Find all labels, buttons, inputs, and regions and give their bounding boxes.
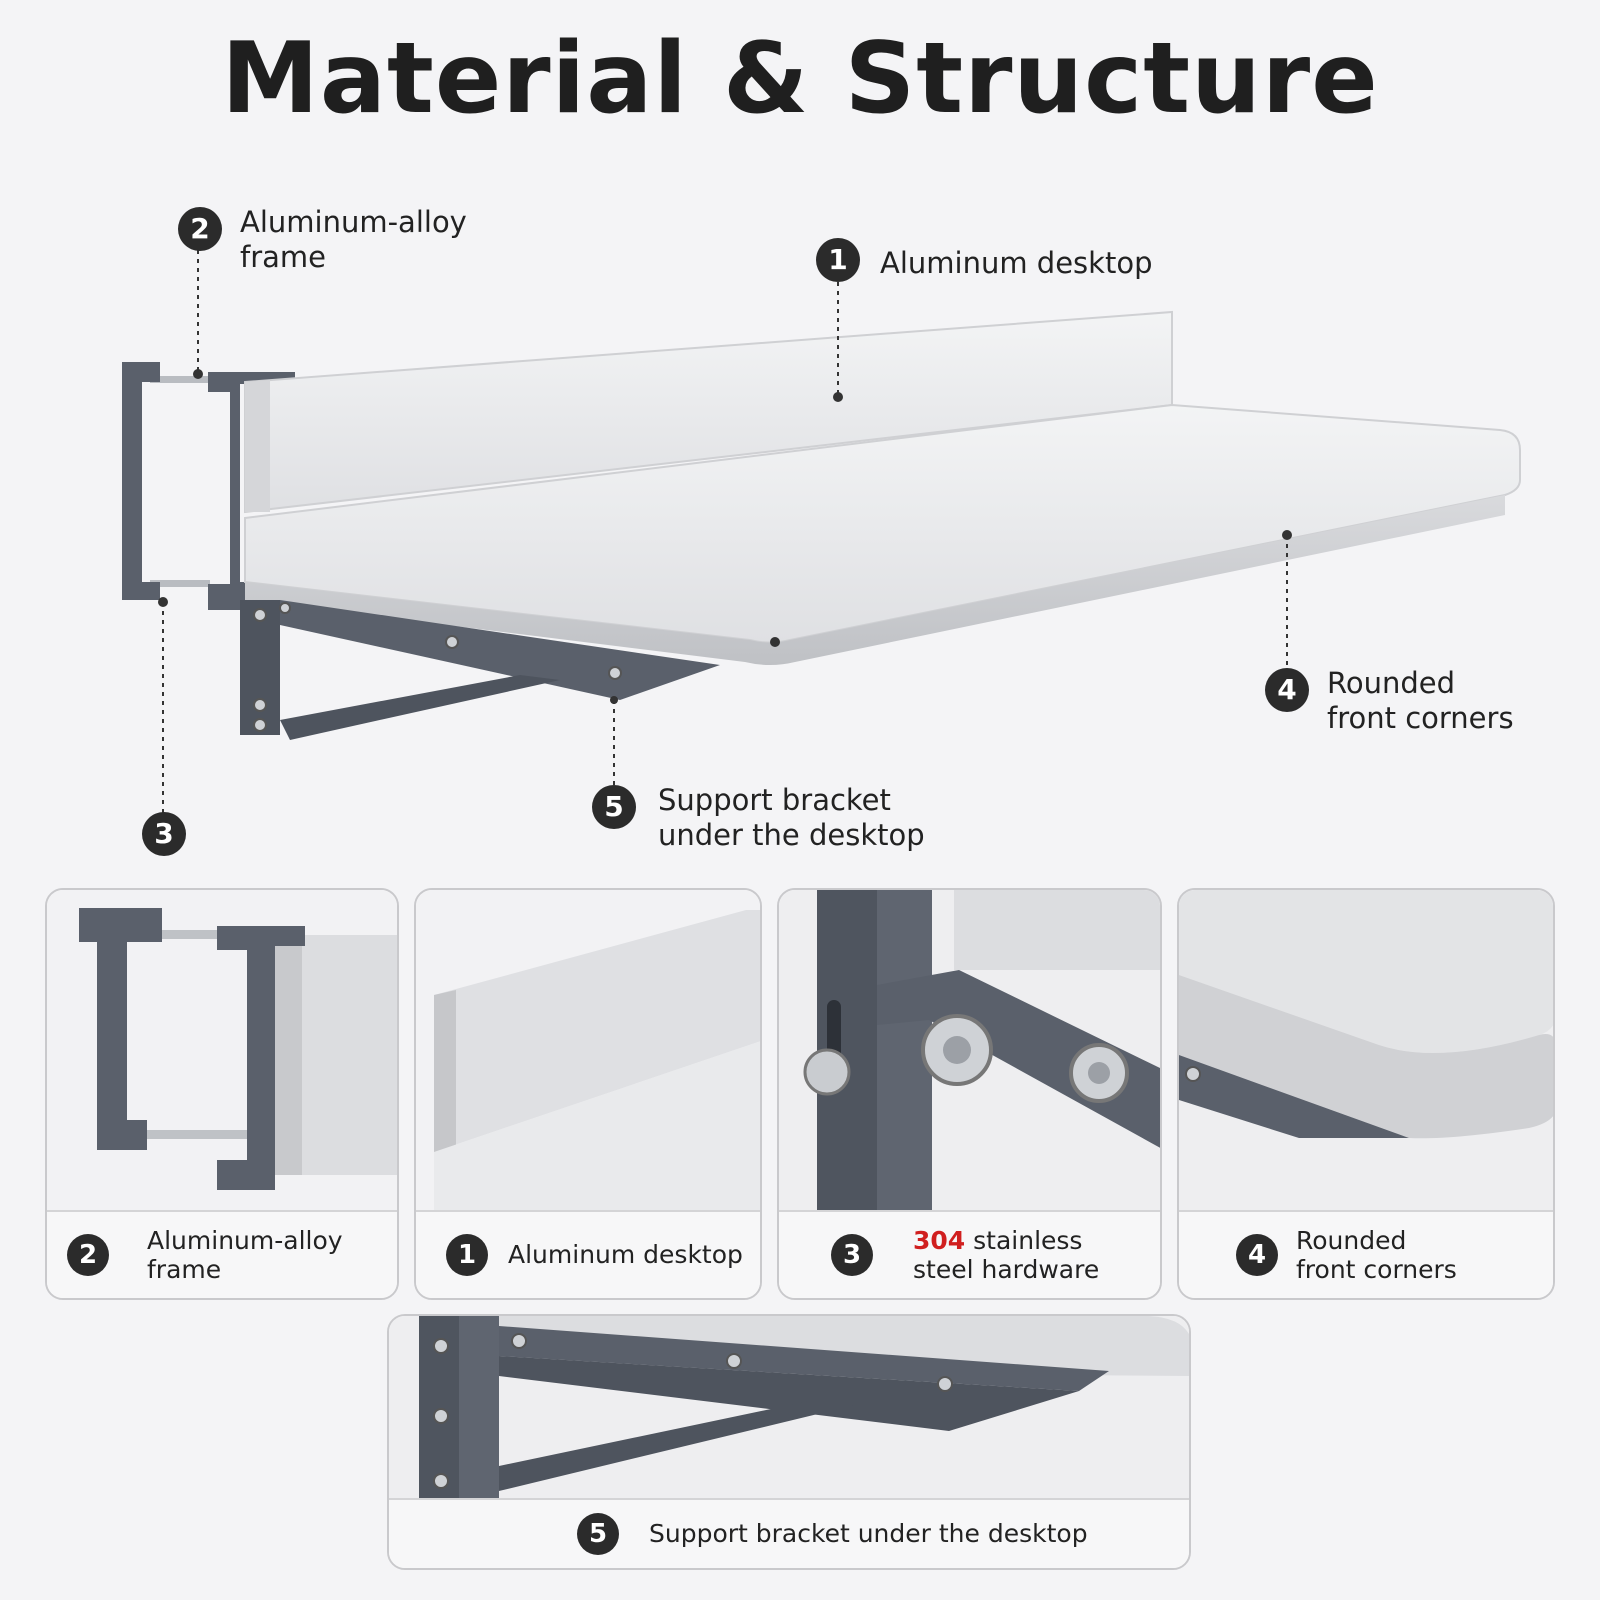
detail-corners-line1: Rounded	[1296, 1226, 1407, 1255]
frame-hook-left	[122, 362, 160, 600]
bracket-vertical	[240, 600, 280, 735]
callout-badge-2: 2	[178, 207, 222, 251]
callout-corners-line2: front corners	[1327, 701, 1514, 735]
detail-caption-hardware: 3 304 stainless steel hardware	[779, 1210, 1160, 1298]
callout-frame-line2: frame	[240, 240, 326, 274]
detail-badge-1: 1	[446, 1234, 488, 1276]
detail-frame-line2: frame	[147, 1255, 222, 1284]
frame-rod-bottom	[150, 580, 210, 587]
detail-corners-line2: front corners	[1296, 1255, 1457, 1284]
detail-caption-desktop: 1 Aluminum desktop	[416, 1210, 760, 1298]
detail-panel-hardware: 3 304 stainless steel hardware	[777, 888, 1162, 1300]
desktop-closeup	[416, 890, 760, 1214]
callout-corners-label: Rounded front corners	[1327, 666, 1514, 736]
detail-badge-2: 2	[67, 1234, 109, 1276]
material-grade-highlight: 304	[913, 1226, 966, 1255]
bracket-diagonal	[280, 675, 560, 740]
callout-frame-label: Aluminum-alloy frame	[240, 205, 467, 275]
desktop-edge	[245, 495, 1505, 665]
callout-badge-4: 4	[1265, 668, 1309, 712]
detail-frame-line1: Aluminum-alloy	[147, 1226, 343, 1255]
detail-hardware-line1-rest: stainless	[965, 1226, 1083, 1255]
detail-panel-frame: 2 Aluminum-alloy frame	[45, 888, 399, 1300]
detail-badge-4: 4	[1236, 1234, 1278, 1276]
callout-frame-line1: Aluminum-alloy	[240, 205, 467, 239]
frame-hook-right	[208, 372, 295, 610]
detail-caption-corners: 4 Rounded front corners	[1179, 1210, 1553, 1298]
detail-badge-3: 3	[831, 1234, 873, 1276]
detail-hardware-line2: steel hardware	[913, 1255, 1100, 1284]
callout-badge-5: 5	[592, 785, 636, 829]
callout-bracket-label: Support bracket under the desktop	[658, 783, 925, 853]
detail-hardware-text: 304 stainless steel hardware	[913, 1226, 1099, 1284]
detail-bracket-text: Support bracket under the desktop	[649, 1519, 1088, 1548]
callout-desktop-label: Aluminum desktop	[880, 246, 1153, 280]
callout-bracket-line1: Support bracket	[658, 783, 891, 817]
hardware-closeup	[779, 890, 1160, 1214]
page-title: Material & Structure	[221, 22, 1379, 136]
frame-rod-top	[150, 376, 210, 383]
detail-badge-5: 5	[577, 1513, 619, 1555]
detail-corners-text: Rounded front corners	[1296, 1226, 1457, 1284]
bracket-closeup	[389, 1316, 1189, 1504]
detail-panel-corners: 4 Rounded front corners	[1177, 888, 1555, 1300]
callout-badge-1: 1	[816, 238, 860, 282]
detail-panel-bracket: 5 Support bracket under the desktop	[387, 1314, 1191, 1570]
corner-closeup	[1179, 890, 1553, 1214]
callout-corners-line1: Rounded	[1327, 666, 1456, 700]
desk-illustration	[122, 250, 1521, 815]
callout-bracket-line2: under the desktop	[658, 818, 925, 852]
detail-caption-frame: 2 Aluminum-alloy frame	[47, 1210, 397, 1298]
detail-frame-text: Aluminum-alloy frame	[147, 1226, 343, 1284]
detail-panel-desktop: 1 Aluminum desktop	[414, 888, 762, 1300]
callout-badge-3: 3	[142, 812, 186, 856]
detail-desktop-text: Aluminum desktop	[508, 1240, 743, 1269]
frame-closeup	[47, 890, 397, 1214]
detail-hardware-line1: 304 stainless	[913, 1226, 1099, 1255]
detail-caption-bracket: 5 Support bracket under the desktop	[389, 1498, 1189, 1568]
